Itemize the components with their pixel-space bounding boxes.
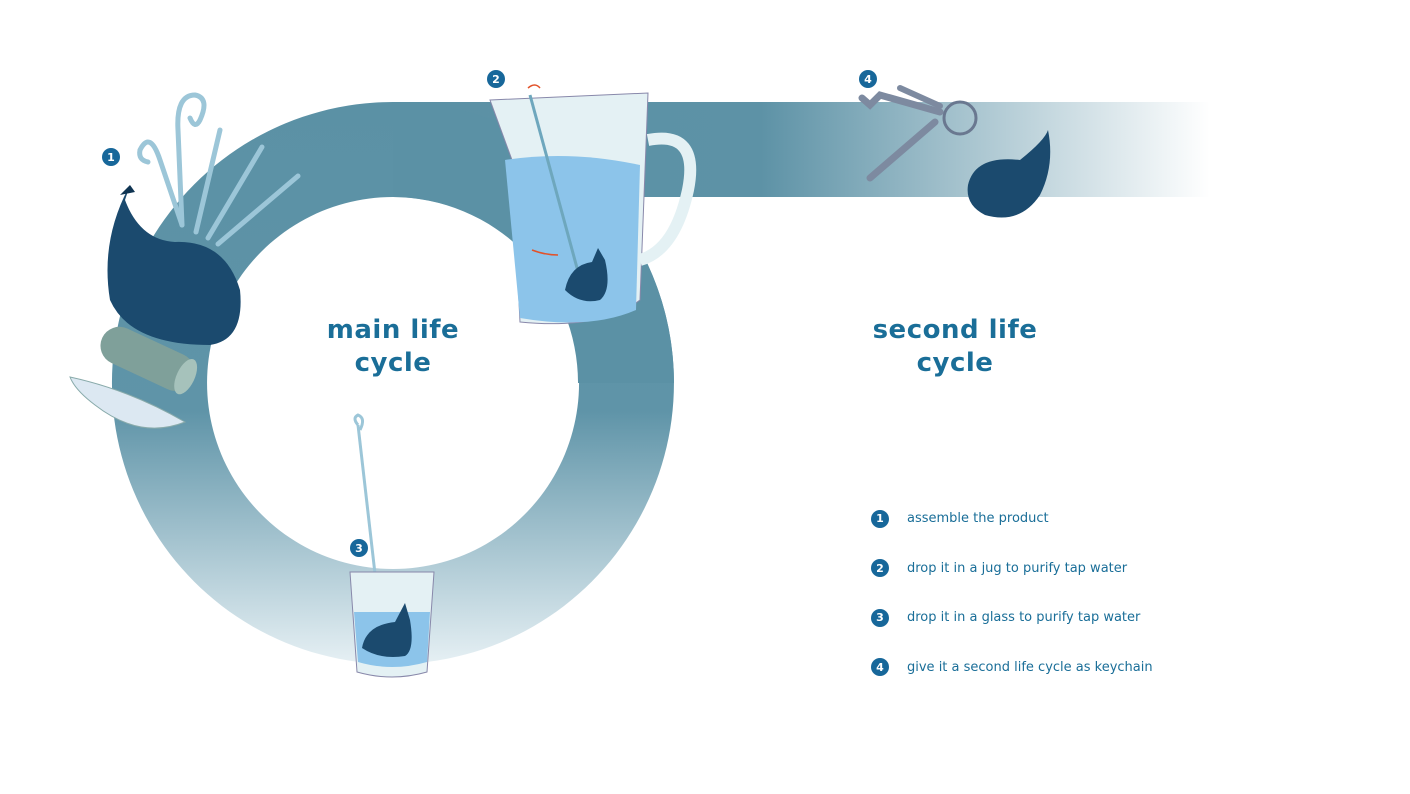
legend-number: 1: [871, 509, 889, 528]
keychain-illustration: [858, 85, 1051, 218]
step-badge-1: 1: [102, 148, 120, 166]
second-title-line-1: second life: [872, 315, 1038, 345]
legend-item: 3 drop it in a glass to purify tap water: [871, 608, 1153, 627]
legend-number: 4: [871, 658, 889, 676]
step-badge-4: 4: [859, 70, 877, 88]
step-badge-2: 2: [487, 70, 505, 88]
assembly-parts-illustration: [69, 92, 301, 429]
second-title-line-2: cycle: [916, 348, 994, 378]
legend-text: assemble the product: [907, 511, 1049, 526]
jug-illustration: [489, 84, 697, 325]
legend-text: drop it in a jug to purify tap water: [907, 560, 1128, 576]
legend-item: 1 assemble the product: [871, 509, 1153, 528]
legend-text: drop it in a glass to purify tap water: [907, 610, 1141, 625]
step-badge-3: 3: [350, 539, 368, 557]
second-life-cycle-title: second life cycle: [845, 314, 1065, 380]
legend-number: 2: [871, 559, 889, 577]
main-title-line-2: cycle: [354, 348, 432, 378]
legend-item: 2 drop it in a jug to purify tap water: [871, 559, 1153, 578]
steps-legend: 1 assemble the product 2 drop it in a jug …: [871, 509, 1153, 707]
legend-item: 4 give it a second life cycle as keychain: [871, 658, 1153, 677]
glass-illustration: [349, 413, 435, 678]
legend-number: 3: [871, 608, 889, 627]
main-life-cycle-title: main life cycle: [293, 314, 493, 380]
main-title-line-1: main life: [326, 315, 460, 345]
legend-text: give it a second life cycle as keychain: [907, 659, 1153, 675]
